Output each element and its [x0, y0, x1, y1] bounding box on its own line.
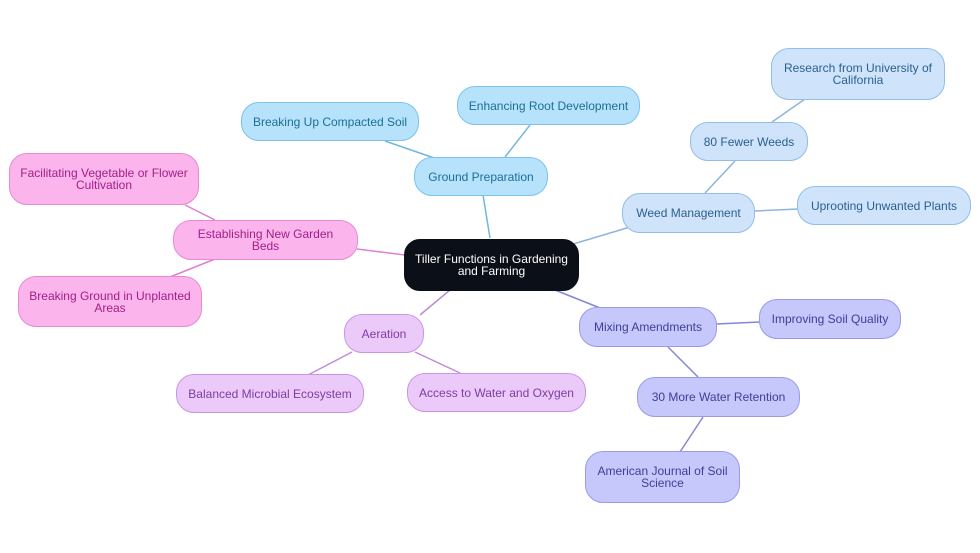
node-weed-management: Weed Management: [622, 193, 755, 233]
node-american-journal-soil-science: American Journal of Soil Science: [585, 451, 740, 503]
link-root-weed-management: [569, 226, 631, 246]
link-garden-beds-breaking-ground: [169, 258, 216, 278]
link-weed-management-uprooting: [753, 208, 799, 212]
node-breaking-ground-unplanted-areas: Breaking Ground in Unplanted Areas: [18, 276, 202, 327]
link-root-ground-preparation: [482, 194, 491, 239]
link-water-retention-journal: [679, 416, 704, 453]
link-weed-management-fewer-weeds: [704, 160, 736, 194]
link-mixing-water-retention: [667, 346, 699, 378]
node-improving-soil-quality: Improving Soil Quality: [759, 299, 901, 339]
link-aeration-microbial: [307, 351, 353, 376]
link-ground-preparation-compacted-soil: [384, 140, 441, 161]
link-root-aeration: [419, 289, 451, 316]
root-node: Tiller Functions in Gardening and Farmin…: [404, 239, 579, 291]
node-aeration: Aeration: [344, 314, 424, 353]
link-fewer-weeds-research: [771, 98, 806, 123]
node-80-fewer-weeds: 80 Fewer Weeds: [690, 122, 808, 161]
node-ground-preparation: Ground Preparation: [414, 157, 548, 196]
link-aeration-water-oxygen: [414, 351, 461, 374]
link-mixing-soil-quality: [715, 321, 761, 325]
node-uprooting-unwanted-plants: Uprooting Unwanted Plants: [797, 186, 971, 225]
node-enhancing-root-development: Enhancing Root Development: [457, 86, 640, 125]
link-root-mixing-amendments: [554, 289, 601, 309]
node-establishing-new-garden-beds: Establishing New Garden Beds: [173, 220, 358, 260]
link-ground-preparation-root-development: [504, 124, 531, 158]
node-breaking-up-compacted-soil: Breaking Up Compacted Soil: [241, 102, 419, 141]
root-label: Tiller Functions in Gardening and Farmin…: [415, 252, 568, 278]
node-mixing-amendments: Mixing Amendments: [579, 307, 717, 347]
node-balanced-microbial-ecosystem: Balanced Microbial Ecosystem: [176, 374, 364, 413]
node-30-more-water-retention: 30 More Water Retention: [637, 377, 800, 417]
node-facilitating-vegetable-cultivation: Facilitating Vegetable or Flower Cultiva…: [9, 153, 199, 205]
node-access-water-oxygen: Access to Water and Oxygen: [407, 373, 586, 412]
link-root-garden-beds: [356, 248, 406, 256]
link-garden-beds-vegetable: [184, 204, 216, 221]
node-research-university-california: Research from University of California: [771, 48, 945, 100]
